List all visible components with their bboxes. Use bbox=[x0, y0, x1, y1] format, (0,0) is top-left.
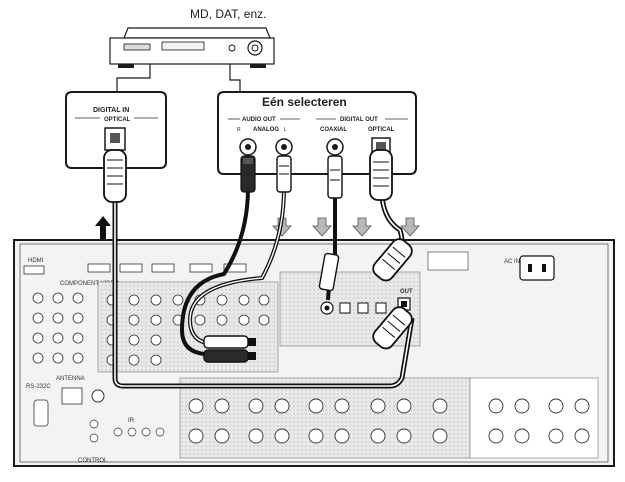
leader-outputs bbox=[229, 64, 241, 92]
callout-outputs: Eén selecteren AUDIO OUT ANALOG R L DIGI… bbox=[217, 91, 417, 175]
leader-digital-in bbox=[116, 64, 151, 92]
device-label: MD, DAT, enz. bbox=[190, 7, 266, 21]
control-label: CONTROL bbox=[78, 458, 108, 464]
up-arrow-icon bbox=[95, 216, 111, 240]
ac-in-label: AC IN bbox=[504, 259, 520, 265]
optical-plug-out bbox=[369, 149, 393, 201]
digital-out-title: DIGITAL OUT bbox=[340, 117, 378, 123]
optical-plug-receiver bbox=[372, 238, 413, 282]
callout-digital-in: DIGITAL IN OPTICAL bbox=[65, 91, 167, 169]
audio-out-title: AUDIO OUT bbox=[242, 117, 276, 123]
rs232c-label: RS-232C bbox=[26, 384, 51, 390]
audio-out-l: L bbox=[284, 127, 287, 133]
component-video-label: COMPONENT VIDEO bbox=[60, 281, 120, 287]
ir-label: IR bbox=[128, 418, 135, 424]
down-arrow-icon bbox=[400, 217, 420, 237]
down-arrow-icon bbox=[352, 217, 372, 237]
audio-out-r: R bbox=[237, 127, 241, 133]
optical-plug-receiver-out bbox=[372, 306, 413, 350]
receiver-out-label: OUT bbox=[400, 289, 413, 295]
audio-out-analog: ANALOG bbox=[253, 127, 279, 133]
antenna-label: ANTENNA bbox=[56, 376, 85, 382]
coaxial-plug-top bbox=[327, 155, 343, 199]
rca-plugs-receiver bbox=[203, 335, 256, 363]
digital-out-optical: OPTICAL bbox=[368, 127, 395, 133]
md-dat-device bbox=[109, 27, 275, 68]
coaxial-plug-bottom bbox=[318, 252, 340, 292]
digital-in-port-label: OPTICAL bbox=[104, 117, 131, 123]
hdmi-label: HDMI bbox=[28, 258, 44, 264]
digital-in-title: DIGITAL IN bbox=[93, 107, 129, 114]
optical-plug-in bbox=[103, 149, 127, 203]
selection-arrows bbox=[272, 217, 420, 237]
rca-plug-r bbox=[240, 155, 256, 193]
rs232c-port bbox=[33, 399, 49, 427]
analog-cable-r bbox=[179, 187, 250, 356]
ac-inlet bbox=[519, 255, 555, 281]
receiver-rear-panel: HDMI COMPONENT VIDEO bbox=[13, 239, 615, 467]
rca-plug-l bbox=[276, 155, 292, 193]
down-arrow-icon bbox=[312, 217, 332, 237]
select-one-label: Eén selecteren bbox=[262, 95, 347, 109]
digital-out-coaxial: COAXIAL bbox=[320, 127, 347, 133]
